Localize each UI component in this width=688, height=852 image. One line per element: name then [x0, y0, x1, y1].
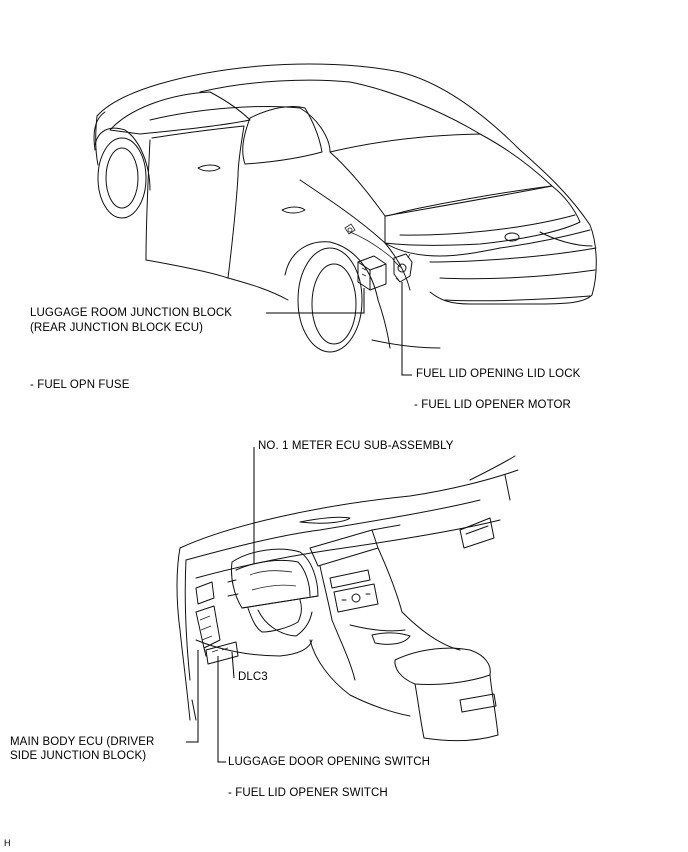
meter-ecu-label: NO. 1 METER ECU SUB-ASSEMBLY — [258, 440, 454, 452]
fuel-lid-switch-label: - FUEL LID OPENER SWITCH — [228, 787, 388, 799]
luggage-door-switch-label: LUGGAGE DOOR OPENING SWITCH — [228, 756, 431, 768]
junction-block-icon — [357, 255, 387, 291]
fuel-opn-fuse-label: - FUEL OPN FUSE — [30, 379, 130, 391]
fuel-lid-motor-label: - FUEL LID OPENER MOTOR — [414, 399, 571, 411]
main-body-ecu-label-line1: MAIN BODY ECU (DRIVER — [10, 736, 155, 748]
luggage-junction-block-label-line1: LUGGAGE ROOM JUNCTION BLOCK — [30, 307, 233, 319]
fuel-lid-lock-label: FUEL LID OPENING LID LOCK — [416, 368, 581, 380]
fuel-lid-lock-icon — [393, 253, 413, 283]
luggage-junction-block-label-line2: (REAR JUNCTION BLOCK ECU) — [30, 322, 204, 334]
dlc3-label: DLC3 — [238, 671, 268, 683]
corner-mark: H — [4, 838, 11, 848]
main-body-ecu-label-line2: SIDE JUNCTION BLOCK) — [10, 750, 147, 762]
